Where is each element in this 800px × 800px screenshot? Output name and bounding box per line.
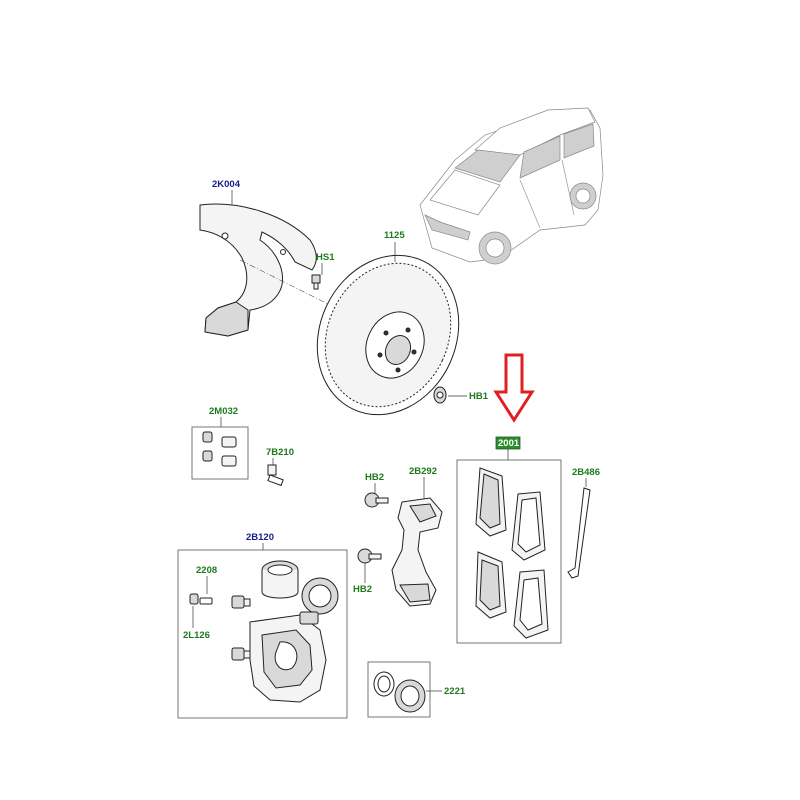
label-seal-kit: 2221: [444, 686, 466, 697]
brake-disc: [316, 254, 460, 416]
bleed-screw: [189, 593, 213, 605]
vehicle-illustration: [419, 107, 604, 265]
label-bracket-bolt-lower: HB2: [353, 584, 372, 595]
guide-kit-box: [191, 426, 249, 480]
label-bleed-screw: 2208: [196, 565, 217, 576]
label-guide-kit: 2M032: [209, 406, 238, 417]
caliper-bracket: [391, 497, 443, 607]
pad-kit-box: [456, 459, 562, 644]
label-shield: 2K004: [212, 179, 241, 190]
dust-shield: [199, 203, 317, 337]
guide-bushings: [202, 431, 237, 467]
bracket-bolt-lower: [357, 548, 382, 564]
caliper-piston: [261, 560, 299, 599]
label-bracket-bolt-upper: HB2: [365, 472, 384, 483]
disc-bolt: [433, 386, 447, 404]
wear-sensor: [567, 487, 591, 579]
label-wear-sensor: 2B486: [572, 467, 600, 478]
label-bleed-cap: 2L126: [183, 630, 210, 641]
seal-kit-box: [367, 661, 431, 718]
label-disc: 1125: [384, 230, 405, 241]
caliper-bushings: [231, 595, 251, 661]
bracket-bolt-upper: [364, 492, 389, 508]
seal-kit: [373, 671, 426, 713]
guide-pin: [267, 464, 284, 487]
piston-seal: [301, 577, 339, 615]
label-caliper: 2B120: [246, 532, 274, 543]
brake-pads: [475, 467, 549, 639]
caliper-body: [249, 611, 327, 703]
label-guide-pin: 7B210: [266, 447, 294, 458]
label-shield-screw: HS1: [316, 252, 335, 263]
label-disc-bolt: HB1: [469, 391, 489, 402]
caliper-box: [177, 549, 348, 719]
red-arrow-pointer: [493, 353, 535, 423]
label-bracket: 2B292: [409, 466, 437, 477]
shield-screw: [311, 274, 321, 290]
label-pad-kit: 2001: [498, 438, 520, 449]
